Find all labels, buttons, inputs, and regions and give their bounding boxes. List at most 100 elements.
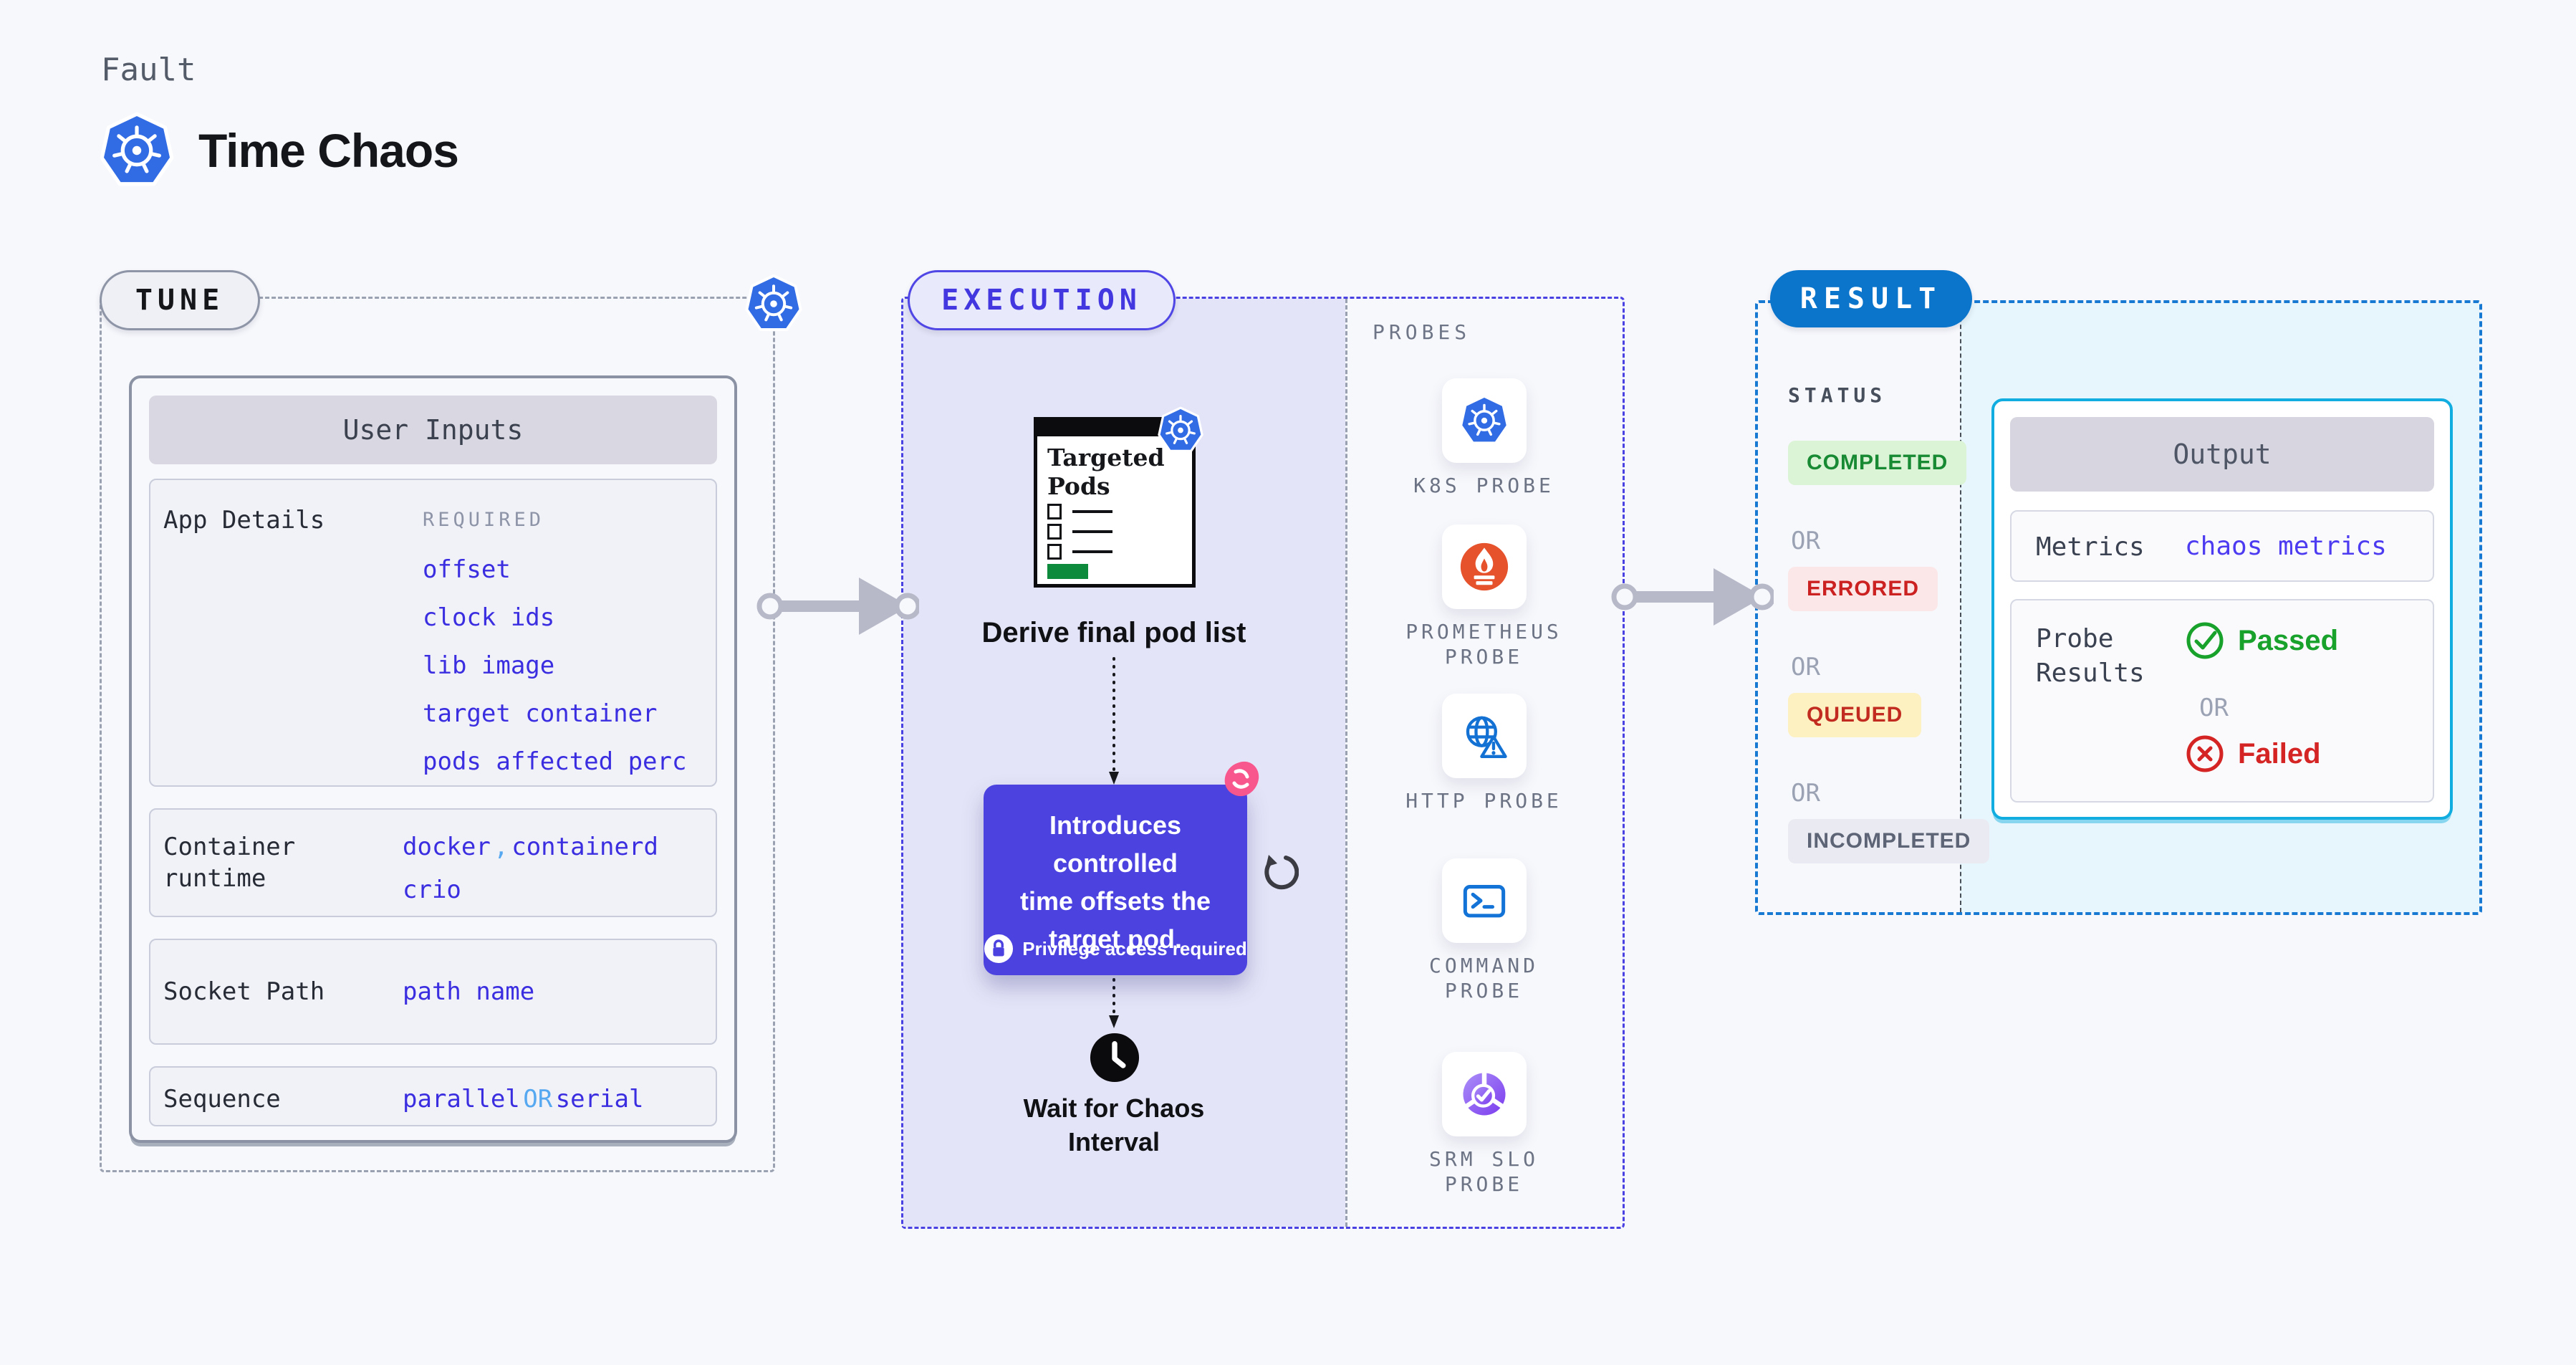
fault-tooltip: Introduces controlled time offsets the t… <box>984 785 1247 975</box>
probe-tile <box>1441 1052 1527 1136</box>
privilege-note: Privilege access required <box>984 934 1247 964</box>
wait-label-line: Interval <box>1067 1127 1160 1156</box>
value-containerd: containerd <box>511 833 658 861</box>
value-separator: , <box>494 833 509 861</box>
x-circle-icon <box>2185 734 2225 774</box>
probe-label: PROMETHEUS PROBE <box>1405 620 1562 669</box>
status-title: STATUS <box>1788 383 1887 407</box>
passed-item: Passed <box>2185 621 2338 661</box>
srm-slo-icon <box>1458 1068 1510 1120</box>
socket-path-label: Socket Path <box>163 977 325 1006</box>
probe-label: COMMAND PROBE <box>1428 954 1539 1002</box>
wait-label-line: Wait for Chaos <box>1023 1093 1205 1123</box>
probe-tile <box>1441 858 1527 943</box>
fault-eyebrow: Fault <box>101 52 196 88</box>
value-lib-image: lib image <box>423 651 555 680</box>
socket-path-row: Socket Path path name <box>149 939 717 1045</box>
value-offset: offset <box>423 555 511 584</box>
wait-chaos-interval-label: Wait for Chaos Interval <box>1006 1091 1221 1159</box>
clock-icon <box>1088 1031 1141 1084</box>
value-crio: crio <box>403 876 461 904</box>
probe-item-k8s: K8S PROBE <box>1345 378 1623 498</box>
http-globe-icon <box>1458 710 1510 762</box>
value-pods-affected-perc: pods affected perc <box>423 747 687 776</box>
sequence-label: Sequence <box>163 1085 281 1113</box>
probe-item-command: COMMAND PROBE <box>1345 858 1623 1003</box>
tooltip-text: Introduces controlled time offsets the t… <box>984 806 1247 958</box>
container-runtime-label: Container runtime <box>163 833 296 893</box>
or-label: OR <box>1791 653 1820 681</box>
prometheus-icon <box>1458 541 1510 593</box>
probe-tile <box>1441 525 1527 609</box>
status-badge-queued: QUEUED <box>1788 693 1922 737</box>
pod-list-item <box>1047 504 1112 519</box>
result-section-box: STATUS COMPLETED OR ERRORED OR QUEUED OR… <box>1755 300 2482 915</box>
or-label: OR <box>1791 527 1820 555</box>
litmus-chaos-icon <box>1221 760 1261 800</box>
targeted-pods-title: Targeted Pods <box>1047 444 1165 500</box>
status-badge-errored: ERRORED <box>1788 567 1938 611</box>
progress-bar <box>1047 564 1088 579</box>
value-clock-ids: clock ids <box>423 603 555 632</box>
sequence-values: parallel OR serial <box>403 1085 643 1113</box>
tune-badge: TUNE <box>100 270 260 330</box>
tooltip-line: target pod. <box>1049 924 1182 954</box>
targeted-pods-card: Targeted Pods <box>1034 417 1196 588</box>
probes-title: PROBES <box>1373 320 1471 344</box>
or-label: OR <box>2199 694 2229 722</box>
probe-results-label: Probe Results <box>2036 624 2145 688</box>
flow-arrow-icon <box>1611 568 1774 626</box>
tooltip-line: time offsets the <box>1019 886 1211 916</box>
value-target-container: target container <box>423 699 658 728</box>
user-inputs-card: User Inputs App Details REQUIRED offset … <box>129 375 737 1143</box>
metrics-label: Metrics <box>2036 532 2145 562</box>
or-operator: OR <box>523 1085 553 1113</box>
result-badge: RESULT <box>1770 270 1972 327</box>
value-parallel: parallel <box>403 1085 520 1113</box>
metrics-value: chaos metrics <box>2185 532 2387 561</box>
app-details-label: App Details <box>163 506 325 535</box>
probe-tile <box>1441 378 1527 463</box>
required-tag: REQUIRED <box>423 509 545 531</box>
probe-item-http: HTTP PROBE <box>1345 694 1623 813</box>
passed-text: Passed <box>2238 624 2339 656</box>
tooltip-line: Introduces controlled <box>1049 810 1182 878</box>
app-details-values: offset clock ids lib image target contai… <box>423 546 686 786</box>
probe-item-srm-slo: SRM SLO PROBE <box>1345 1052 1623 1197</box>
probe-item-prometheus: PROMETHEUS PROBE <box>1345 525 1623 669</box>
probe-tile <box>1441 694 1527 778</box>
dotted-connector <box>1109 978 1119 1028</box>
status-badge-completed: COMPLETED <box>1788 441 1967 485</box>
lock-icon <box>984 934 1014 964</box>
status-badge-incompleted: INCOMPLETED <box>1788 819 1990 863</box>
kubernetes-icon <box>745 274 802 334</box>
probe-label: HTTP PROBE <box>1405 789 1562 813</box>
probe-label: K8S PROBE <box>1413 474 1554 497</box>
failed-item: Failed <box>2185 734 2321 774</box>
page-title: Time Chaos <box>198 124 459 177</box>
value-path-name: path name <box>403 977 535 1006</box>
metrics-row: Metrics chaos metrics <box>2010 510 2434 582</box>
privilege-text: Privilege access required <box>1022 937 1247 959</box>
pod-list-item <box>1047 544 1112 560</box>
check-circle-icon <box>2185 621 2225 661</box>
execution-badge: EXECUTION <box>908 270 1176 330</box>
value-serial: serial <box>555 1085 644 1113</box>
probes-panel <box>1345 299 1623 1227</box>
kubernetes-icon <box>1458 395 1510 446</box>
probe-label: SRM SLO PROBE <box>1428 1147 1539 1196</box>
dotted-connector <box>1109 657 1119 785</box>
output-card: Output Metrics chaos metrics Probe Resul… <box>1991 398 2453 820</box>
retry-loop-icon <box>1260 852 1299 891</box>
failed-text: Failed <box>2238 737 2321 770</box>
pod-list-item <box>1047 524 1112 540</box>
page-header: Time Chaos <box>100 112 459 189</box>
container-runtime-row: Container runtime docker , containerd cr… <box>149 808 717 917</box>
container-runtime-values-line1: docker , containerd <box>403 833 658 861</box>
derive-pod-list-label: Derive final pod list <box>981 617 1246 648</box>
flow-arrow-icon <box>756 578 919 635</box>
card-titlebar <box>1037 421 1192 436</box>
kubernetes-icon <box>1158 406 1203 454</box>
tune-section-box <box>100 297 775 1172</box>
